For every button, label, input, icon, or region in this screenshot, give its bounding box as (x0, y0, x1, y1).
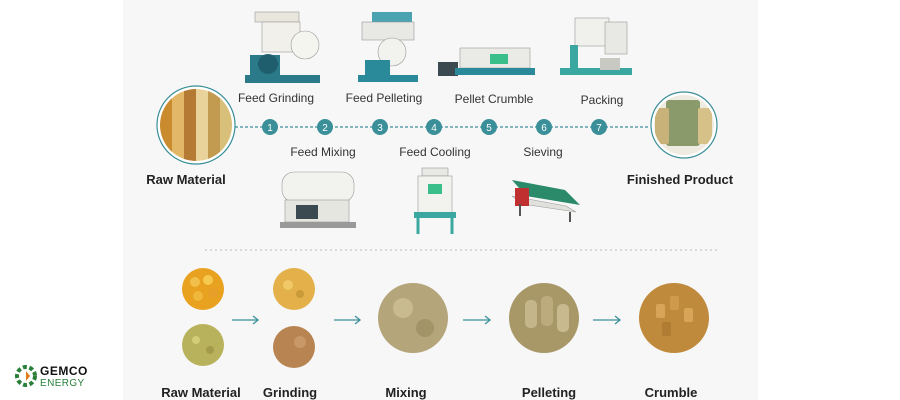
svg-text:2: 2 (322, 123, 328, 134)
pellets-sample (509, 283, 579, 353)
process-flow: 1 2 3 4 5 6 7 (156, 11, 720, 251)
step-dot-4: 4 (426, 119, 442, 135)
step-label-feed-grinding: Feed Grinding (237, 91, 315, 105)
step-dot-7: 7 (591, 119, 607, 135)
crumbler-machine (438, 47, 535, 76)
step-label-packing: Packing (580, 93, 624, 107)
stage-label-mixing: Mixing (385, 385, 427, 400)
finished-product-circle (650, 91, 718, 159)
stage-label-raw-material: Raw Material (161, 385, 241, 400)
arrow-3 (463, 315, 492, 325)
stage-label-crumble: Crumble (644, 385, 698, 400)
ground-meal-sample (273, 326, 315, 368)
arrow-2 (334, 315, 362, 325)
step-dot-6: 6 (536, 119, 552, 135)
logo-subtitle: ENERGY (40, 378, 85, 389)
step-label-feed-mixing: Feed Mixing (290, 145, 356, 159)
stage-label-grinding: Grinding (262, 385, 318, 400)
step-dot-3: 3 (372, 119, 388, 135)
step-label-feed-pelleting: Feed Pelleting (345, 91, 423, 105)
step-label-feed-cooling: Feed Cooling (399, 145, 471, 159)
svg-text:7: 7 (596, 123, 602, 134)
gemco-logo: GEMCO ENERGY (14, 362, 124, 394)
svg-text:5: 5 (486, 123, 492, 134)
sieve-machine (511, 180, 580, 222)
step-dot-5: 5 (481, 119, 497, 135)
step-label-sieving: Sieving (523, 145, 563, 159)
mixer-machine (280, 171, 356, 228)
pellet-mill-machine (358, 12, 418, 82)
stage-label-pelleting: Pelleting (521, 385, 577, 400)
step-dot-1: 1 (262, 119, 278, 135)
cooler-machine (414, 167, 456, 234)
svg-text:4: 4 (431, 123, 437, 134)
logo-name: GEMCO (40, 364, 88, 378)
bran-sample (182, 324, 224, 366)
raw-material-label: Raw Material (146, 172, 226, 187)
svg-text:6: 6 (541, 123, 547, 134)
svg-text:3: 3 (377, 123, 383, 134)
ground-corn-sample (273, 268, 315, 310)
corn-sample (182, 268, 224, 310)
step-label-pellet-crumble: Pellet Crumble (454, 92, 534, 106)
svg-text:1: 1 (267, 123, 273, 134)
finished-product-label: Finished Product (626, 172, 734, 187)
hammer-mill-machine (245, 11, 320, 83)
raw-material-circle (156, 85, 236, 165)
arrow-4 (593, 315, 622, 325)
gear-icon (15, 365, 37, 387)
step-dot-2: 2 (317, 119, 333, 135)
mixed-powder-sample (378, 283, 448, 353)
packing-machine (560, 17, 632, 75)
arrow-1 (232, 315, 260, 325)
crumble-sample (639, 283, 709, 353)
